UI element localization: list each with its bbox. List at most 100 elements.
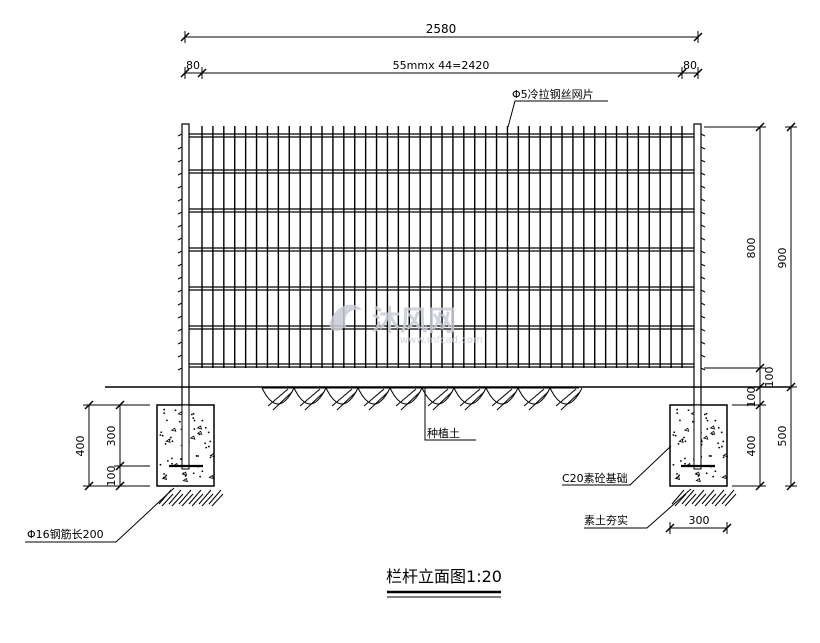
concrete-speck xyxy=(192,412,195,415)
soil-hatch xyxy=(299,388,321,407)
post-clip-mark xyxy=(700,146,706,150)
compacted-soil-hatch xyxy=(721,489,735,505)
concrete-speck xyxy=(159,463,162,466)
compacted-soil-hatch xyxy=(178,489,192,505)
post-clip-mark xyxy=(177,172,183,176)
concrete-speck xyxy=(208,445,210,448)
compacted-soil-hatch xyxy=(691,489,705,505)
concrete-speck xyxy=(161,434,164,437)
compacted-soil-hatch xyxy=(684,493,697,507)
post-clip-mark xyxy=(177,328,183,332)
compacted-soil-hatch xyxy=(161,493,174,507)
right-dimensions: 800 100 100 400 900 500 xyxy=(704,122,797,491)
overall-width-label: 2580 xyxy=(426,22,457,36)
concrete-speck xyxy=(706,428,709,430)
right-outer-found-label: 500 xyxy=(776,426,789,447)
concrete-speck xyxy=(676,473,678,475)
concrete-speck xyxy=(209,456,212,459)
fence-panel xyxy=(177,123,706,470)
right-leaders: C20素砼基础 素土夯实 xyxy=(562,445,692,529)
concrete-speck xyxy=(205,446,208,449)
concrete-speck xyxy=(703,413,706,416)
soil-hatch xyxy=(336,391,357,411)
concrete-aggregate xyxy=(165,438,171,443)
concrete-speck xyxy=(722,456,725,459)
mesh-spacing-dimension: 80 55mmx 44=2420 80 xyxy=(180,59,703,79)
right-inner-panel-label: 800 xyxy=(745,238,758,259)
post-clip-mark xyxy=(700,328,706,332)
concrete-speck xyxy=(712,475,715,478)
found-width-label: 300 xyxy=(689,514,710,527)
compacted-soil-hatch xyxy=(181,493,194,507)
compacted-soil-hatch xyxy=(701,489,715,505)
post-clip-mark xyxy=(700,341,706,345)
concrete-speck xyxy=(684,462,686,465)
concrete-speck xyxy=(687,409,690,412)
watermark: 沐风网 www.mfcad.com xyxy=(329,304,483,346)
compacted-soil-hatch xyxy=(208,489,222,505)
concrete-speck xyxy=(171,440,174,443)
post-clip-mark xyxy=(177,341,183,345)
soil-hatch xyxy=(528,391,549,411)
compacted-soil-hatch xyxy=(188,489,202,505)
concrete-aggregate xyxy=(196,430,203,435)
concrete-speck xyxy=(678,474,681,477)
concrete-speck xyxy=(720,431,723,434)
concrete-aggregate xyxy=(209,453,216,458)
mesh-leader: Φ5冷拉钢丝网片 xyxy=(507,87,608,128)
left-found-bottom-label: 100 xyxy=(105,466,118,487)
concrete-speck xyxy=(163,412,166,415)
concrete-aggregate xyxy=(722,453,729,458)
concrete-speck xyxy=(171,462,173,465)
concrete-aggregate xyxy=(694,471,701,476)
concrete-speck xyxy=(710,455,713,457)
post-clip-mark xyxy=(177,185,183,189)
concrete-speck xyxy=(180,458,182,460)
soil-label: 种植土 xyxy=(427,426,460,440)
soil-hatch xyxy=(395,388,417,407)
concrete-speck xyxy=(165,474,168,477)
concrete-speck xyxy=(184,475,187,477)
post-clip-mark xyxy=(700,263,706,267)
concrete-speck xyxy=(168,438,171,441)
post-clip-mark xyxy=(700,367,706,371)
concrete-speck xyxy=(717,426,720,429)
soil-arc xyxy=(261,387,295,405)
concrete-speck xyxy=(192,417,195,420)
concrete-speck xyxy=(174,409,177,412)
soil-hatch xyxy=(368,391,389,411)
left-found-inner-label: 300 xyxy=(105,426,118,447)
soil-hatch xyxy=(267,388,289,407)
soil-hatch xyxy=(555,388,577,407)
concrete-speck xyxy=(673,431,676,434)
concrete-speck xyxy=(681,438,684,441)
post-clip-mark xyxy=(700,159,706,163)
concrete-speck xyxy=(197,455,200,457)
concrete-speck xyxy=(676,476,678,479)
concrete-speck xyxy=(163,476,165,479)
soil-hatch xyxy=(304,391,325,411)
concrete-speck xyxy=(679,419,681,422)
title-text: 栏杆立面图1:20 xyxy=(386,567,502,586)
concrete-speck xyxy=(201,419,204,422)
concrete-speck xyxy=(193,419,196,422)
concrete-speck xyxy=(683,436,685,439)
concrete-speck xyxy=(190,413,193,416)
concrete-speck xyxy=(672,463,675,466)
soil-hatch xyxy=(363,388,385,407)
rebar-label: Φ16钢筋长200 xyxy=(27,527,104,541)
rebar-leader: Φ16钢筋长200 xyxy=(25,487,175,543)
post-clip-mark xyxy=(177,211,183,215)
soil-hatch xyxy=(331,388,353,407)
post-clip-mark xyxy=(700,289,706,293)
concrete-speck xyxy=(204,426,207,429)
soil-hatch xyxy=(496,391,517,411)
compacted-soil-hatch xyxy=(694,493,707,507)
post-clip-mark xyxy=(700,237,706,241)
soil-arc xyxy=(453,387,487,405)
compacted-soil-hatch xyxy=(704,493,717,507)
post-clip-mark xyxy=(177,224,183,228)
post-clip-marks xyxy=(177,133,706,371)
concrete-speck xyxy=(178,420,181,423)
